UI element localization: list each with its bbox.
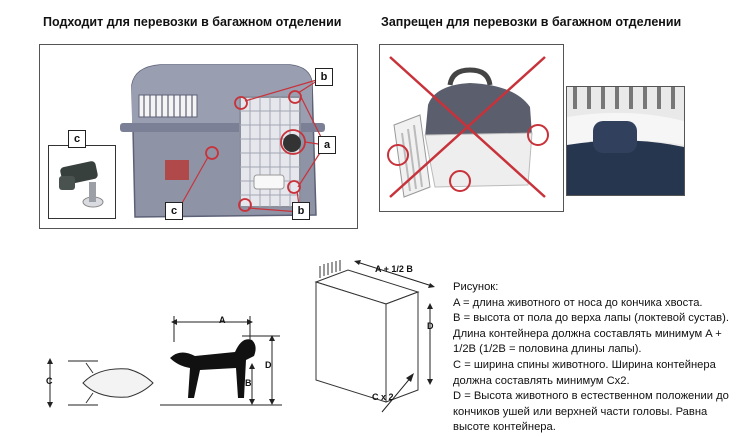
legend-line: должна составлять минимум Cx2. (453, 374, 630, 387)
legend-line: Длина контейнера должна составлять миним… (453, 327, 722, 340)
label-a: A (219, 315, 226, 325)
allowed-heading: Подходит для перевозки в багажном отделе… (43, 15, 342, 29)
legend-line: C = ширина спины животного. Ширина конте… (453, 358, 716, 371)
badge-b-bottom: b (292, 202, 310, 220)
label-d-crate: D (427, 321, 434, 331)
badge-b-top: b (315, 68, 333, 86)
forbidden-heading: Запрещен для перевозки в багажном отделе… (381, 15, 682, 29)
legend-line: высоте контейнера. (453, 421, 556, 434)
label-c: C (46, 376, 53, 386)
forbidden-crate-image (387, 56, 549, 198)
badge-a: a (318, 136, 336, 154)
label-d-dog: D (265, 360, 272, 370)
crate-dimension-diagram (314, 260, 435, 413)
label-b: B (245, 378, 252, 388)
latch-inset (48, 145, 116, 219)
label-c-x2: C x 2 (372, 392, 394, 402)
legend-title: Рисунок: (453, 281, 499, 293)
badge-c-inset: c (68, 130, 86, 148)
allowed-crate-panel (39, 44, 358, 229)
badge-c-crate: c (165, 202, 183, 220)
latch-part-icon (59, 161, 104, 208)
legend-line: кончиков ушей или верхней части головы. … (453, 405, 708, 418)
allowed-crate-image (120, 64, 326, 218)
label-a-half-b: A + 1/2 B (375, 264, 413, 274)
forbidden-crate-panel (379, 44, 564, 212)
legend-line: B = высота от пола до верха лапы (локтев… (453, 312, 729, 325)
legend-line: A = длина животного от носа до кончика х… (453, 296, 703, 309)
forbidden-closeup-panel (566, 86, 685, 196)
dog-top-view-diagram (47, 358, 154, 408)
legend-line: 1/2B (1/2B = половина длины лапы). (453, 343, 642, 356)
legend-line: D = Высота животного в естественном поло… (453, 390, 729, 403)
legend-text: Рисунок: A = длина животного от носа до … (453, 280, 745, 436)
dog-side-view-diagram (160, 316, 282, 406)
clip-closeup-image (567, 87, 684, 195)
